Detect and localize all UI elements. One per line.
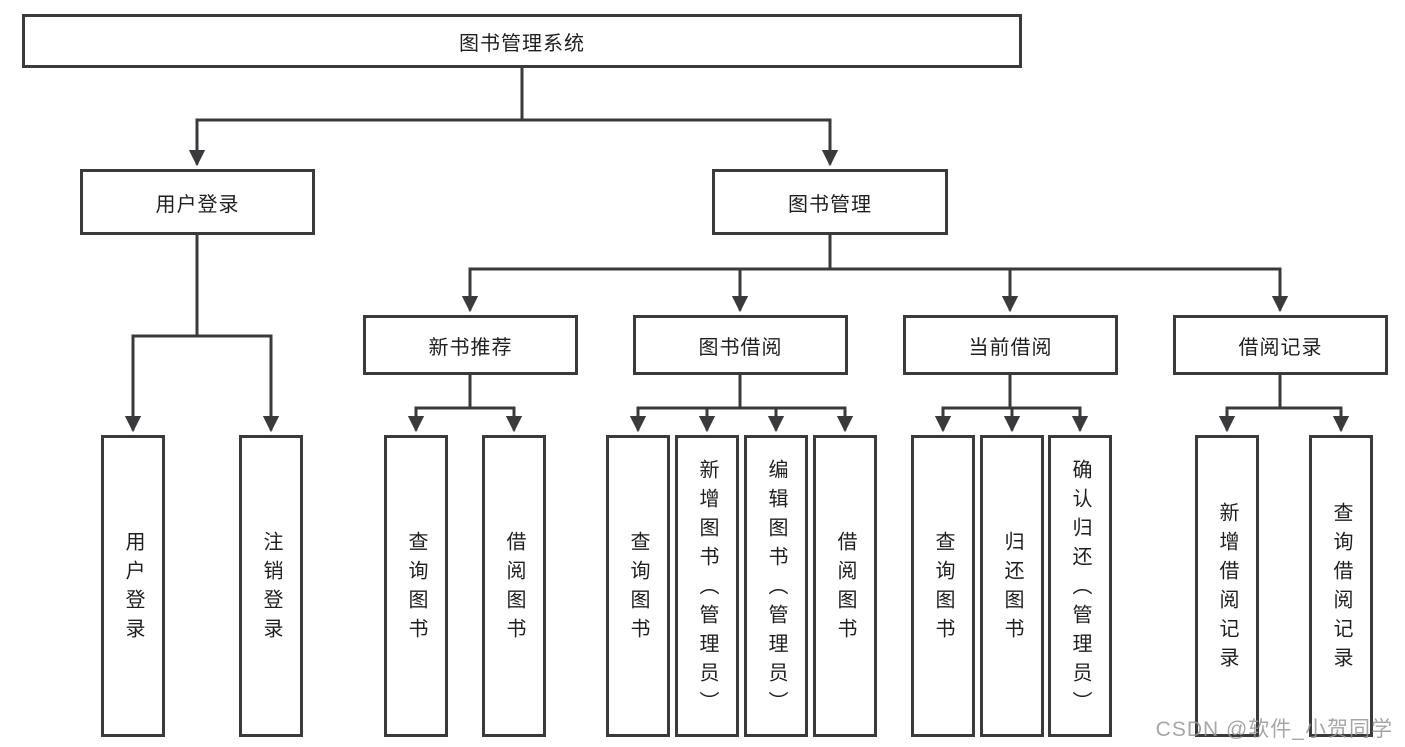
leaf-cb-query-books: 查询图书 xyxy=(911,435,975,737)
node-current-borrow: 当前借阅 xyxy=(903,315,1118,375)
node-root: 图书管理系统 xyxy=(22,14,1022,68)
leaf-br-add-record: 新增借阅记录 xyxy=(1195,435,1259,737)
leaf-nbr-query-books: 查询图书 xyxy=(384,435,448,737)
leaf-bb-edit-books-admin: 编辑图书（管理员） xyxy=(744,435,808,737)
node-book-management: 图书管理 xyxy=(712,169,948,235)
leaf-logout: 注销登录 xyxy=(239,435,303,737)
leaf-bb-add-books-admin: 新增图书（管理员） xyxy=(675,435,739,737)
node-borrow-records: 借阅记录 xyxy=(1173,315,1388,375)
node-book-borrow: 图书借阅 xyxy=(633,315,848,375)
leaf-br-query-record: 查询借阅记录 xyxy=(1309,435,1373,737)
leaf-user-login: 用户登录 xyxy=(101,435,165,737)
leaf-bb-borrow-books: 借阅图书 xyxy=(813,435,877,737)
csdn-watermark: CSDN @软件_小贺同学 xyxy=(1155,718,1393,741)
leaf-cb-confirm-return-admin: 确认归还（管理员） xyxy=(1048,435,1112,737)
node-new-book-recommend: 新书推荐 xyxy=(363,315,578,375)
leaf-cb-return-books: 归还图书 xyxy=(980,435,1044,737)
node-user-login: 用户登录 xyxy=(80,169,315,235)
leaf-nbr-borrow-books: 借阅图书 xyxy=(482,435,546,737)
leaf-bb-query-books: 查询图书 xyxy=(606,435,670,737)
